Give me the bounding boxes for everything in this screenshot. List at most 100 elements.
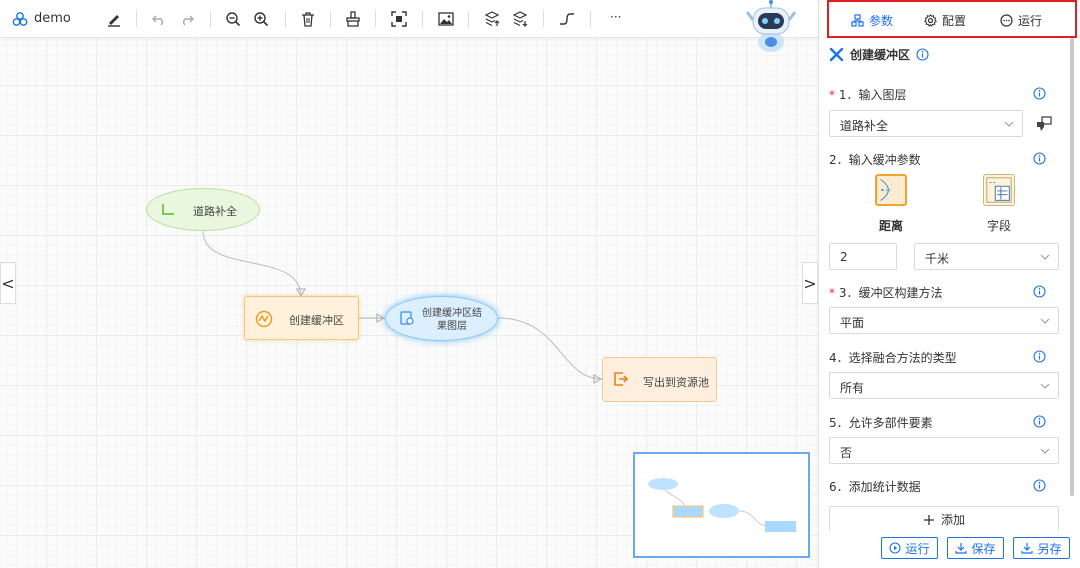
import-icon[interactable] [512, 11, 528, 27]
field-label-method: * 3．缓冲区构建方法 [829, 284, 942, 301]
node-label: 道路补全 [193, 205, 237, 218]
label-text: 5．允许多部件要素 [829, 416, 933, 430]
chevron-down-icon [1040, 318, 1050, 324]
info-icon[interactable] [916, 48, 929, 61]
option-distance-label[interactable]: 距离 [879, 219, 904, 233]
field-label-input-layer: * 1．输入图层 [829, 86, 906, 103]
tab-label: 配置 [942, 14, 967, 28]
image-icon[interactable] [438, 11, 454, 27]
minimap-preview [648, 478, 796, 532]
save-as-button[interactable]: 另存 [1013, 537, 1070, 559]
field-label-buffer-params: 2．输入缓冲参数 [829, 151, 921, 168]
gear-icon [924, 14, 937, 27]
params-icon [851, 14, 864, 27]
info-icon[interactable] [1033, 285, 1046, 298]
road-layer-icon [162, 204, 174, 215]
plus-icon [923, 514, 934, 525]
info-icon[interactable] [1033, 479, 1046, 492]
panel-header: 创建缓冲区 [829, 46, 929, 63]
run-button[interactable]: 运行 [881, 537, 938, 559]
info-icon[interactable] [1033, 415, 1046, 428]
info-icon[interactable] [1033, 152, 1046, 165]
input-value: 2 [840, 250, 848, 264]
required-mark: * [829, 88, 835, 102]
distance-input[interactable]: 2 [829, 243, 897, 270]
tab-run[interactable]: 运行 [1000, 12, 1042, 29]
node-label: 创建缓冲区 [289, 314, 344, 327]
select-value: 否 [840, 446, 853, 460]
node-input-layer[interactable]: 道路补全 [146, 188, 260, 231]
redo-icon[interactable] [179, 11, 195, 27]
zoom-in-icon[interactable] [253, 11, 269, 27]
tools-icon [829, 47, 844, 62]
unit-select[interactable]: 千米 [914, 243, 1059, 270]
info-icon[interactable] [1033, 350, 1046, 363]
minimap[interactable] [633, 452, 810, 558]
collapse-left-button[interactable]: < [0, 262, 16, 304]
properties-panel: 参数 配置 运行 创建缓冲区 * 1．输入图层 道路补全 2．输入缓冲参数 距离… [818, 0, 1080, 568]
toolbar: demo ··· [0, 0, 818, 38]
more-icon[interactable]: ··· [610, 10, 622, 24]
node-label: 创建缓冲区结果图层 [422, 308, 482, 332]
select-value: 千米 [925, 252, 950, 266]
field-label-multipart: 5．允许多部件要素 [829, 414, 933, 431]
robot-mascot-icon[interactable] [744, 0, 798, 54]
export-to-pool-icon [614, 372, 629, 386]
label-text: 6．添加统计数据 [829, 480, 921, 494]
select-value: 道路补全 [840, 119, 889, 133]
connector-icon[interactable] [559, 11, 575, 27]
label-text: 3．缓冲区构建方法 [838, 286, 943, 300]
select-value: 所有 [840, 381, 865, 395]
tab-label: 参数 [869, 14, 894, 28]
button-label: 另存 [1037, 541, 1062, 556]
chevron-down-icon [1040, 448, 1050, 454]
button-label: 保存 [971, 541, 996, 556]
zoom-out-icon[interactable] [225, 11, 241, 27]
required-mark: * [829, 286, 835, 300]
save-button[interactable]: 保存 [947, 537, 1004, 559]
export-icon[interactable] [484, 11, 500, 27]
output-layer-icon [400, 311, 414, 325]
panel-footer: 运行 保存 另存 [819, 530, 1080, 568]
play-icon [889, 542, 902, 554]
add-statistics-button[interactable]: 添加 [829, 506, 1059, 533]
tab-params[interactable]: 参数 [851, 12, 893, 29]
buffer-tool-icon [255, 310, 273, 328]
node-output-layer[interactable]: 创建缓冲区结果图层 [385, 296, 498, 341]
pick-layer-icon[interactable] [1035, 115, 1053, 133]
info-icon[interactable] [1033, 87, 1046, 100]
select-value: 平面 [840, 316, 865, 330]
delete-icon[interactable] [300, 11, 316, 27]
logo-icon [12, 12, 28, 26]
field-label-stats: 6．添加统计数据 [829, 478, 921, 495]
chevron-down-icon [1040, 383, 1050, 389]
chevron-right-icon: > [803, 273, 817, 293]
panel-scrollbar[interactable] [1070, 38, 1074, 496]
multipart-select[interactable]: 否 [829, 437, 1059, 464]
brush-icon[interactable] [345, 11, 361, 27]
collapse-right-button[interactable]: > [802, 262, 818, 304]
label-text: 4．选择融合方法的类型 [829, 351, 957, 365]
tab-config[interactable]: 配置 [924, 12, 966, 29]
node-label: 写出到资源池 [643, 376, 709, 389]
download-icon [955, 543, 968, 554]
undo-icon[interactable] [151, 11, 167, 27]
download-icon [1021, 543, 1034, 554]
method-select[interactable]: 平面 [829, 307, 1059, 334]
chevron-down-icon [1040, 254, 1050, 260]
node-write-output[interactable]: 写出到资源池 [602, 357, 717, 402]
input-layer-select[interactable]: 道路补全 [829, 110, 1023, 137]
dissolve-select[interactable]: 所有 [829, 372, 1059, 399]
button-label: 运行 [905, 541, 930, 556]
button-label: 添加 [940, 513, 965, 527]
label-text: 1．输入图层 [838, 88, 907, 102]
node-buffer-tool[interactable]: 创建缓冲区 [244, 296, 359, 340]
field-option-icon[interactable] [983, 174, 1015, 206]
chevron-down-icon [1004, 121, 1014, 127]
app-title: demo [34, 11, 71, 26]
option-field-label[interactable]: 字段 [987, 219, 1012, 233]
tab-label: 运行 [1018, 14, 1043, 28]
pen-icon[interactable] [106, 11, 122, 27]
distance-option-icon[interactable] [875, 174, 907, 206]
fit-view-icon[interactable] [391, 11, 407, 27]
